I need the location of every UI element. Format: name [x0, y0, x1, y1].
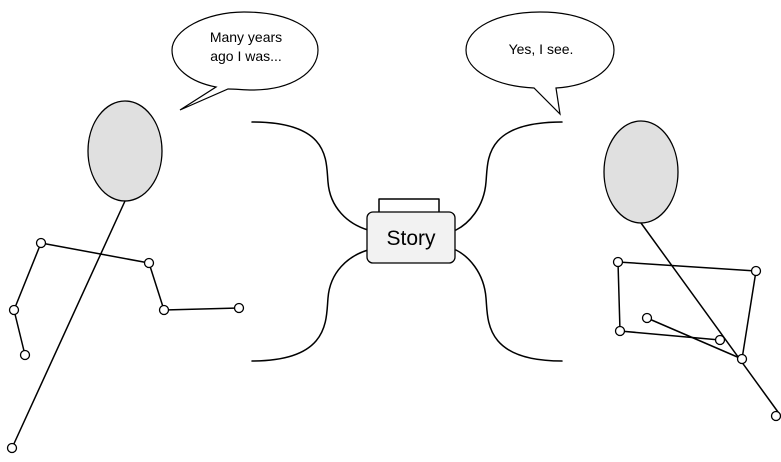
listener-head — [603, 120, 679, 224]
storyteller-foot-joint — [6, 442, 18, 454]
connector-top-left — [251, 121, 369, 231]
speech-bubble-left-line-1: Many years — [210, 29, 282, 45]
listener-arm-loop — [617, 261, 757, 360]
storyteller-elbow-joint — [143, 257, 155, 269]
listener-foot-joint — [770, 410, 781, 422]
storyteller-left-arm — [13, 242, 42, 356]
listener-lower-hand-joint — [714, 334, 726, 346]
story-box-label: Story — [386, 227, 436, 250]
speech-bubble-left: Many years ago I was... — [171, 11, 319, 111]
connector-bottom-left — [251, 249, 369, 362]
storyteller-figure — [6, 100, 245, 454]
connector-bottom-right — [455, 249, 563, 362]
listener-elbow-joint — [750, 265, 762, 277]
listener-body — [640, 222, 779, 413]
listener-shoulder-joint — [612, 256, 624, 268]
story-connectors — [251, 121, 563, 362]
listener-wrist-joint — [736, 353, 748, 365]
storyteller-body — [11, 200, 126, 449]
connector-top-right — [455, 121, 563, 231]
listener-lower-elbow-joint — [614, 325, 626, 337]
listener-hand-joint — [641, 312, 653, 324]
story-box-handle — [378, 198, 440, 215]
storyteller-hand-joint — [233, 302, 245, 314]
speech-bubble-left-line-2: ago I was... — [210, 48, 282, 64]
storyteller-right-arm — [40, 242, 240, 311]
speech-bubble-right: Yes, I see. — [465, 11, 615, 116]
story-box: Story — [366, 198, 456, 264]
storyteller-left-elbow-joint — [8, 304, 20, 316]
speech-bubble-right-text: Yes, I see. — [509, 41, 574, 57]
storyteller-wrist-joint — [158, 304, 170, 316]
story-box-body — [366, 211, 456, 264]
listener-figure — [603, 120, 781, 422]
storyteller-head — [87, 100, 163, 202]
storyteller-shoulder-joint — [35, 237, 47, 249]
storyteller-left-hand-joint — [19, 349, 31, 361]
